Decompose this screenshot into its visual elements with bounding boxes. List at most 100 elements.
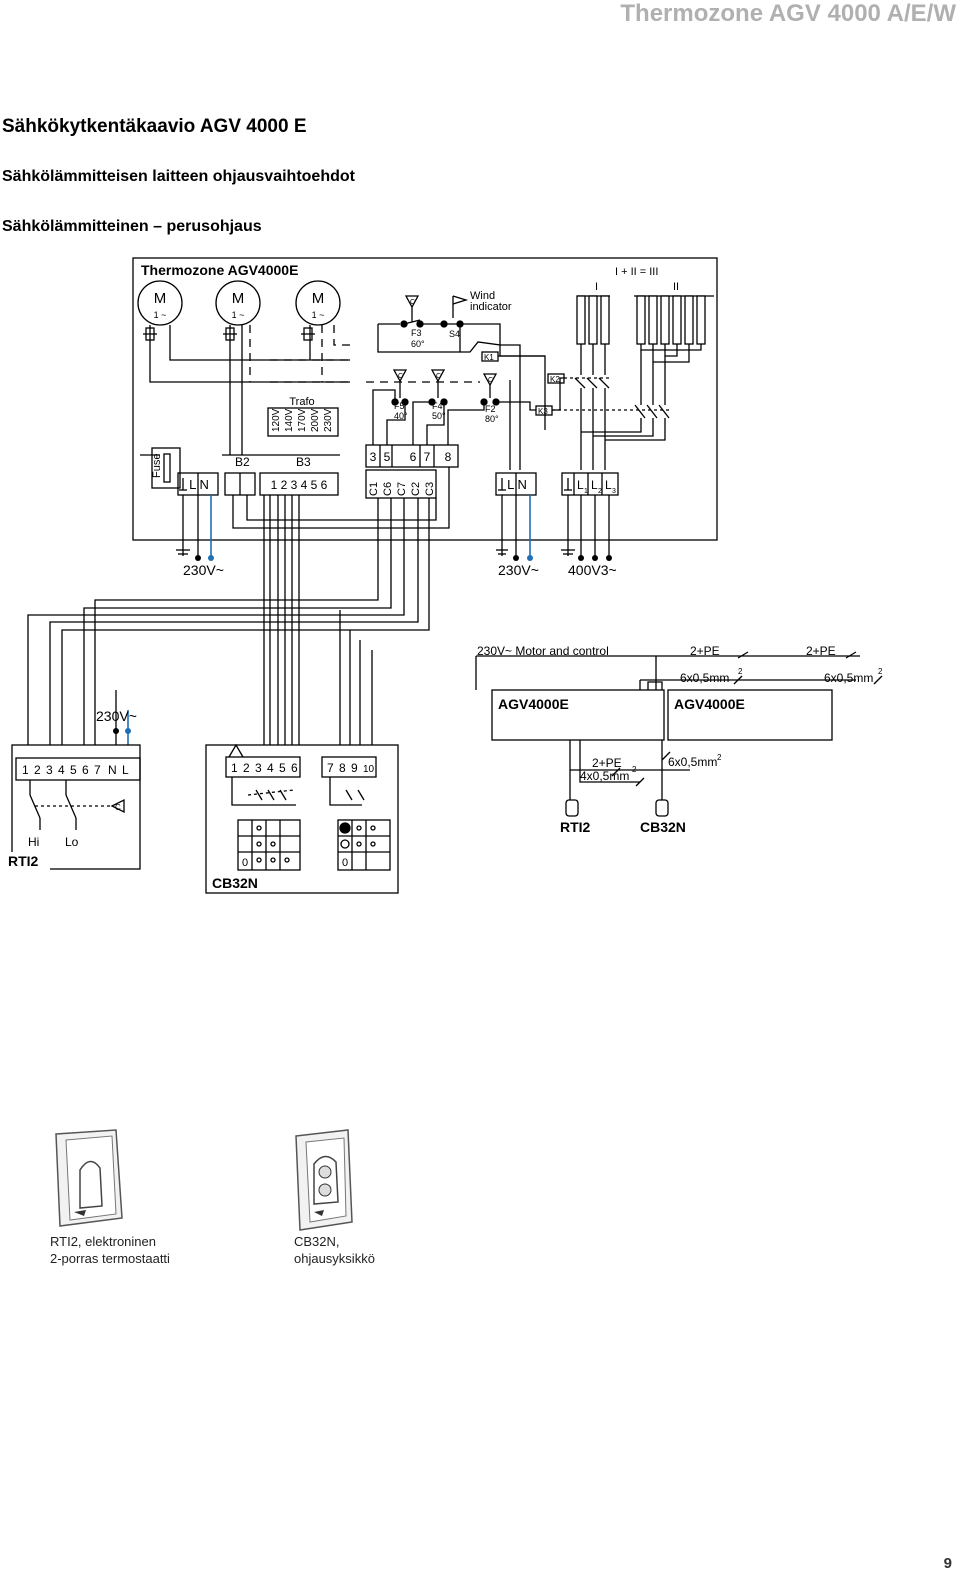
svg-text:N: N (108, 763, 117, 777)
svg-text:3: 3 (612, 488, 616, 495)
svg-text:3: 3 (370, 450, 377, 464)
svg-text:M: M (232, 290, 245, 307)
terminal-block-ln: L N (177, 472, 219, 496)
svg-text:C6: C6 (382, 482, 394, 496)
control-terminal-block: 3 5 6 7 8 C1 C6 C7 C2 C3 (365, 444, 459, 499)
svg-text:6x0,5mm: 6x0,5mm (824, 671, 873, 685)
svg-text:60°: 60° (411, 339, 425, 349)
svg-text:1 ~: 1 ~ (312, 310, 325, 320)
svg-text:Wind indicator: Wind indicator (470, 290, 512, 313)
brand-header: Thermozone AGV 4000 A/E/W (620, 0, 956, 27)
b3-terminal-block: 1 2 3 4 5 6 (259, 472, 339, 496)
rti2-caption: RTI2, elektroninen 2-porras termostaatti (50, 1234, 170, 1266)
svg-text:5: 5 (279, 761, 286, 775)
svg-text:1: 1 (22, 763, 29, 777)
svg-text:AGV4000E: AGV4000E (674, 696, 745, 712)
transformer: Trafo 120V 140V 170V 200V 230V (267, 396, 339, 437)
svg-text:1 ~: 1 ~ (154, 310, 167, 320)
svg-text:2: 2 (717, 753, 722, 762)
svg-text:K3: K3 (538, 407, 548, 416)
motor-capacitors (143, 327, 315, 341)
unit-frame (132, 257, 718, 541)
svg-text:C1: C1 (368, 482, 380, 496)
svg-text:C: C (436, 373, 441, 380)
svg-text:2+PE: 2+PE (690, 644, 720, 658)
wind-indicator: Wind indicator S4 (440, 290, 512, 339)
thermostat-f2: C F2 80° (480, 373, 500, 424)
svg-text:3: 3 (46, 763, 53, 777)
svg-text:L: L (591, 478, 598, 492)
control-cable-bundle (27, 467, 450, 745)
svg-text:1 2 3 4 5 6: 1 2 3 4 5 6 (271, 478, 328, 492)
svg-text:C3: C3 (424, 482, 436, 496)
svg-text:1: 1 (231, 761, 238, 775)
svg-text:2: 2 (243, 761, 250, 775)
svg-text:7: 7 (424, 450, 431, 464)
svg-text:2: 2 (598, 488, 602, 495)
svg-text:L: L (577, 478, 584, 492)
svg-text:Lo: Lo (65, 835, 79, 849)
svg-text:C: C (115, 803, 121, 812)
svg-text:140V: 140V (284, 408, 295, 432)
svg-text:2: 2 (34, 763, 41, 777)
heater-stage-labels: I + II = III I II (577, 266, 714, 297)
svg-text:AGV4000E: AGV4000E (498, 696, 569, 712)
svg-text:120V: 120V (271, 408, 282, 432)
svg-text:6: 6 (410, 450, 417, 464)
thermostat-f3: C F3 60° (378, 295, 440, 349)
motor-3: M 1 ~ (295, 280, 341, 326)
svg-text:S4: S4 (449, 329, 460, 339)
svg-text:4x0,5mm: 4x0,5mm (580, 769, 629, 783)
svg-text:F2: F2 (485, 404, 496, 414)
motor-wiring (140, 325, 350, 456)
terminal-block-l123: L 1 L 2 L 3 (561, 472, 619, 496)
rti-supply-label: 230V~ (96, 708, 137, 724)
b2-label: B2 (235, 455, 250, 469)
page-title: Sähkökytkentäkaavio AGV 4000 E (2, 116, 307, 137)
svg-text:K1: K1 (484, 353, 494, 362)
svg-text:5: 5 (70, 763, 77, 777)
svg-text:C: C (488, 377, 493, 384)
svg-text:L: L (605, 478, 612, 492)
svg-text:8: 8 (445, 450, 452, 464)
svg-text:II: II (673, 281, 679, 293)
svg-text:C7: C7 (396, 482, 408, 496)
relay-k2: K2 (547, 373, 565, 384)
svg-text:50°: 50° (432, 411, 446, 421)
svg-text:3: 3 (255, 761, 262, 775)
supply-label-left: 230V~ (183, 562, 224, 578)
page-number: 9 (943, 1555, 952, 1572)
relay-k1: K1 (481, 351, 499, 362)
motor-1: M 1 ~ (137, 280, 183, 326)
svg-text:C2: C2 (410, 482, 422, 496)
supply-label-mid: 230V~ (498, 562, 539, 578)
svg-text:F4: F4 (432, 401, 443, 411)
svg-text:230V: 230V (323, 408, 334, 432)
svg-text:0: 0 (342, 857, 348, 869)
svg-text:Hi: Hi (28, 835, 39, 849)
svg-text:F3: F3 (411, 328, 422, 338)
section-subtitle-2: Sähkölämmitteinen – perusohjaus (2, 218, 262, 235)
svg-text:I: I (595, 281, 598, 293)
svg-text:200V: 200V (310, 408, 321, 432)
svg-text:7: 7 (94, 763, 101, 777)
svg-text:L N: L N (189, 477, 209, 492)
svg-text:L: L (122, 763, 129, 777)
chain-connection: 230V~ Motor and control 2+PE 2+PE 6x0,5m… (475, 644, 883, 835)
svg-text:2: 2 (632, 765, 637, 774)
motor-2: M 1 ~ (215, 280, 261, 326)
b3-label: B3 (296, 455, 311, 469)
cb32n-product-image (295, 1129, 353, 1231)
svg-text:4: 4 (58, 763, 65, 777)
svg-text:8: 8 (339, 761, 346, 775)
svg-text:2+PE: 2+PE (806, 644, 836, 658)
svg-text:F5: F5 (394, 401, 405, 411)
svg-text:0: 0 (242, 857, 248, 869)
unit-label: Thermozone AGV4000E (141, 262, 298, 278)
rti2-product-image (55, 1129, 123, 1227)
svg-text:7: 7 (327, 761, 334, 775)
svg-text:6x0,5mm: 6x0,5mm (680, 671, 729, 685)
svg-text:6x0,5mm: 6x0,5mm (668, 755, 717, 769)
supply-label-right: 400V3~ (568, 562, 617, 578)
svg-text:1 ~: 1 ~ (232, 310, 245, 320)
